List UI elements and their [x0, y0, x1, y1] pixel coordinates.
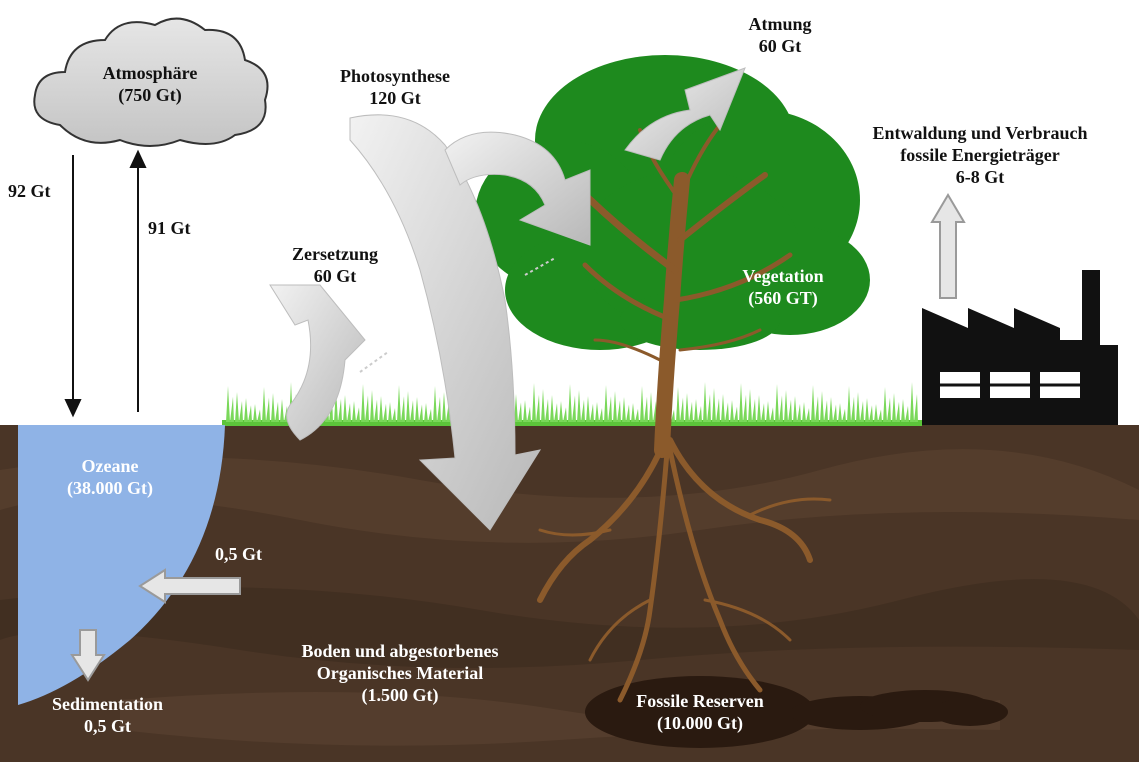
- emissions-line1: Entwaldung und Verbrauch: [830, 122, 1130, 144]
- photosynthesis-name: Photosynthese: [320, 65, 470, 87]
- soil-amount: (1.500 Gt): [255, 684, 545, 706]
- respiration-name: Atmung: [740, 13, 820, 35]
- vegetation-amount: (560 GT): [728, 287, 838, 309]
- soil-label: Boden und abgestorbenes Organisches Mate…: [255, 640, 545, 706]
- decomposition-amount: 60 Gt: [275, 265, 395, 287]
- emissions-amount: 6-8 Gt: [830, 166, 1130, 188]
- decomposition-arrow: [270, 285, 365, 440]
- fossil-amount: (10.000 Gt): [615, 712, 785, 734]
- atmosphere-label: Atmosphäre (750 Gt): [95, 62, 205, 106]
- photosynthesis-label: Photosynthese 120 Gt: [320, 65, 470, 109]
- emissions-label: Entwaldung und Verbrauch fossile Energie…: [830, 122, 1130, 188]
- respiration-amount: 60 Gt: [740, 35, 820, 57]
- fossil-name: Fossile Reserven: [615, 690, 785, 712]
- respiration-label: Atmung 60 Gt: [740, 13, 820, 57]
- ocean-label: Ozeane (38.000 Gt): [45, 455, 175, 499]
- photosynthesis-amount: 120 Gt: [320, 87, 470, 109]
- atmosphere-amount: (750 Gt): [95, 84, 205, 106]
- emissions-arrow: [932, 195, 964, 298]
- soil-line2: Organisches Material: [255, 662, 545, 684]
- fossil-reserves-label: Fossile Reserven (10.000 Gt): [615, 690, 785, 734]
- ocean-atmosphere-arrows: [66, 152, 145, 415]
- sedimentation-name: Sedimentation: [20, 693, 195, 715]
- decomposition-name: Zersetzung: [275, 243, 395, 265]
- ocean-amount: (38.000 Gt): [45, 477, 175, 499]
- decomposition-label: Zersetzung 60 Gt: [275, 243, 395, 287]
- sedimentation-label: Sedimentation 0,5 Gt: [20, 693, 195, 737]
- soil-to-ocean-label: 0,5 Gt: [215, 543, 275, 565]
- ocean-name: Ozeane: [45, 455, 175, 477]
- soil-line1: Boden und abgestorbenes: [255, 640, 545, 662]
- vegetation-label: Vegetation (560 GT): [728, 265, 838, 309]
- atmosphere-name: Atmosphäre: [95, 62, 205, 84]
- vegetation-name: Vegetation: [728, 265, 838, 287]
- emissions-line2: fossile Energieträger: [830, 144, 1130, 166]
- atmosphere-to-ocean-label: 91 Gt: [148, 217, 213, 239]
- decomposition-trace: [360, 352, 388, 372]
- ocean-to-atmosphere-label: 92 Gt: [8, 180, 68, 202]
- sedimentation-amount: 0,5 Gt: [20, 715, 195, 737]
